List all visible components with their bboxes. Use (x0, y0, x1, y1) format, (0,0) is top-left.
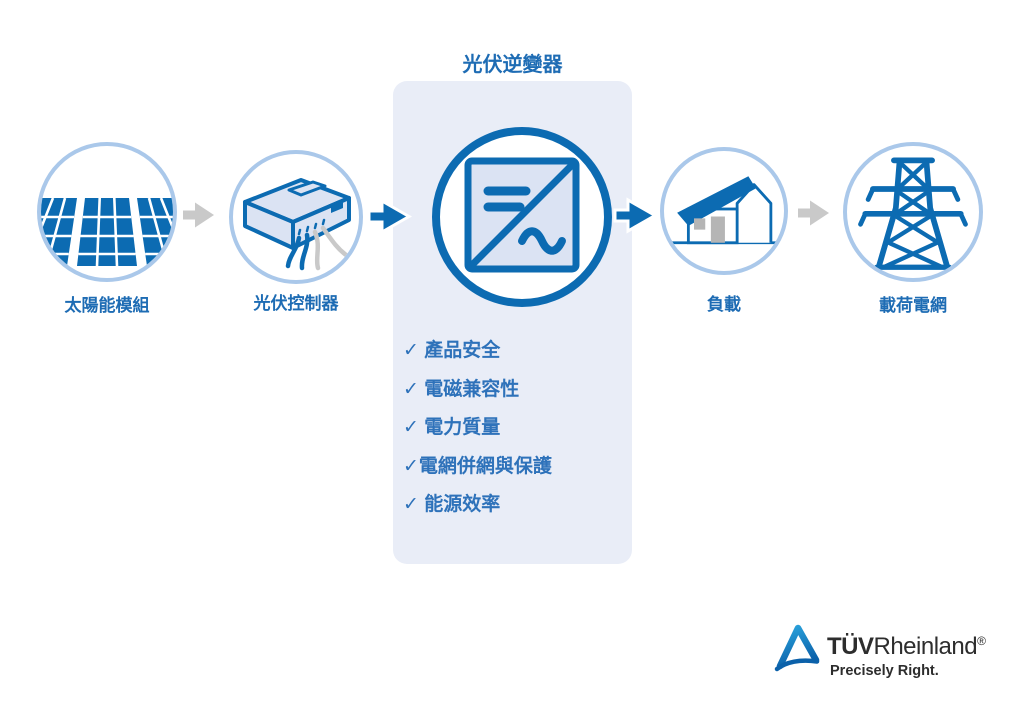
checklist-item: ✓電網併網與保護 (403, 455, 552, 477)
grid-label: 載荷電網 (879, 296, 947, 315)
logo-tagline: Precisely Right. (830, 663, 939, 679)
gray-arrow-icon (183, 202, 214, 228)
blue-arrow-icon (613, 197, 659, 234)
solar-modules-node (37, 142, 177, 282)
tuv-rheinland-wordmark: TÜVRheinland® (827, 633, 986, 661)
arrow-inverter-to-load (613, 194, 659, 243)
pv-inverter-node (432, 127, 612, 307)
pv-controller-label: 光伏控制器 (253, 294, 339, 313)
solar-panels-icon (41, 146, 173, 278)
checklist-item: ✓ 產品安全 (403, 340, 501, 361)
tuv-rheinland-triangle-icon (774, 622, 822, 679)
transmission-tower-icon (850, 147, 976, 278)
brand-bold: TÜV (827, 633, 874, 660)
panel-title: 光伏逆變器 (462, 54, 563, 76)
controller-box-icon (233, 154, 359, 280)
load-node (660, 147, 788, 275)
arrow-load-to-grid (798, 198, 830, 233)
load-label: 負載 (707, 295, 741, 314)
pv-controller-node (229, 150, 363, 284)
registered-mark: ® (977, 634, 986, 648)
brand-regular: Rheinland (873, 633, 978, 660)
checklist-item: ✓ 能源效率 (403, 494, 501, 515)
blue-arrow-icon (367, 198, 413, 235)
arrow-controller-to-inverter (367, 195, 413, 244)
checklist-item: ✓ 電力質量 (403, 417, 501, 438)
arrow-solar-to-controller (183, 200, 215, 235)
house-icon (664, 151, 784, 271)
inverter-icon (452, 145, 592, 290)
grid-node (843, 142, 983, 282)
inverter-test-checklist: ✓ 產品安全 ✓ 電磁兼容性 ✓ 電力質量 ✓電網併網與保護 ✓ 能源效率 (403, 332, 627, 525)
checklist-item: ✓ 電磁兼容性 (403, 378, 520, 400)
gray-arrow-icon (798, 200, 829, 226)
solar-modules-label: 太陽能模組 (64, 296, 150, 315)
